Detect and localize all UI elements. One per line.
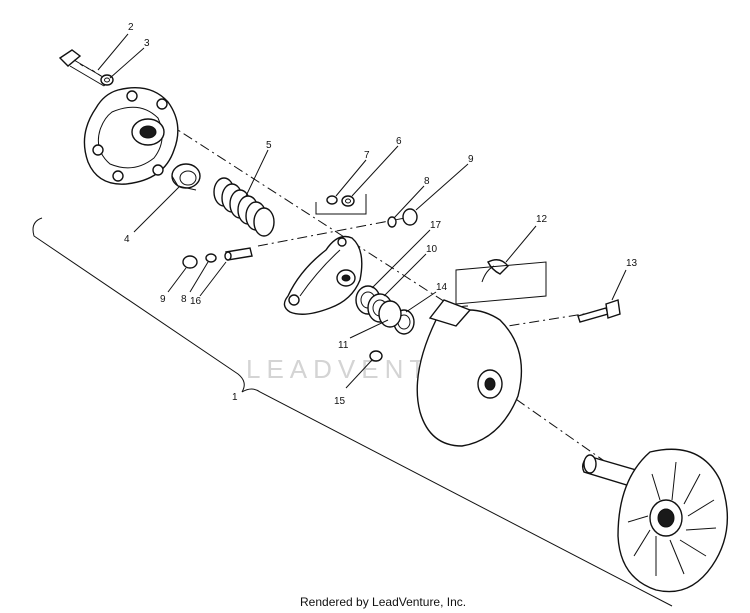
leader-8b — [189, 261, 209, 293]
roller-part-9-right — [402, 208, 418, 226]
callout-16: 16 — [190, 296, 202, 307]
roller-part-9-left — [182, 255, 198, 269]
callout-14: 14 — [436, 282, 448, 293]
nut-part-15 — [369, 350, 383, 362]
washer-part-8-right — [387, 216, 397, 228]
pin-axis — [257, 217, 406, 247]
leader-9b — [167, 267, 187, 293]
callout-12: 12 — [536, 214, 548, 225]
ring-part-11 — [378, 300, 402, 328]
callout-10: 10 — [426, 244, 438, 255]
bolt-part-13 — [577, 299, 621, 323]
leader-17 — [371, 229, 431, 289]
callout-4: 4 — [124, 234, 130, 245]
footer-credit: Rendered by LeadVenture, Inc. — [300, 595, 466, 609]
washer-part-7 — [326, 195, 338, 205]
leader-13 — [611, 269, 627, 301]
leader-10 — [383, 253, 427, 297]
bushing-part-4 — [171, 163, 201, 191]
cover-plate — [83, 87, 179, 185]
callout-17: 17 — [430, 220, 442, 231]
bracket-12 — [455, 261, 547, 305]
bushing-part-6 — [341, 195, 355, 207]
callout-3: 3 — [144, 38, 150, 49]
leader-4 — [133, 185, 181, 233]
callout-5: 5 — [266, 140, 272, 151]
callout-7: 7 — [364, 150, 370, 161]
leader-16 — [199, 261, 227, 297]
clip-part-12 — [481, 259, 509, 283]
leader-15 — [345, 359, 373, 389]
callout-2: 2 — [128, 22, 134, 33]
leader-14 — [405, 291, 437, 313]
movable-sheave — [416, 299, 523, 447]
callout-6: 6 — [396, 136, 402, 147]
callout-8-right: 8 — [424, 176, 430, 187]
pin-part-16 — [224, 247, 253, 261]
leader-5 — [245, 149, 269, 197]
callout-11: 11 — [338, 340, 349, 351]
leader-7 — [335, 159, 367, 197]
leader-11 — [349, 319, 389, 339]
callout-13: 13 — [626, 258, 638, 269]
leader-2 — [97, 33, 129, 71]
callout-9-right: 9 — [468, 154, 474, 165]
leader-6 — [351, 145, 399, 197]
spider-arm-assembly — [283, 235, 363, 315]
callout-1: 1 — [232, 392, 238, 403]
bracket-6-7 — [315, 194, 367, 215]
leader-8a — [393, 185, 425, 219]
callout-9-left: 9 — [160, 294, 166, 305]
callout-15: 15 — [334, 396, 346, 407]
callout-8-left: 8 — [181, 294, 187, 305]
leader-12 — [505, 225, 537, 263]
fixed-sheave-shaft — [581, 448, 729, 593]
center-axis-upper — [149, 111, 471, 319]
leader-9a — [415, 163, 469, 211]
leader-3 — [109, 47, 145, 79]
washer-part-8-left — [205, 253, 217, 263]
assembly-bracket — [32, 217, 673, 607]
spring-part-5 — [213, 177, 275, 237]
